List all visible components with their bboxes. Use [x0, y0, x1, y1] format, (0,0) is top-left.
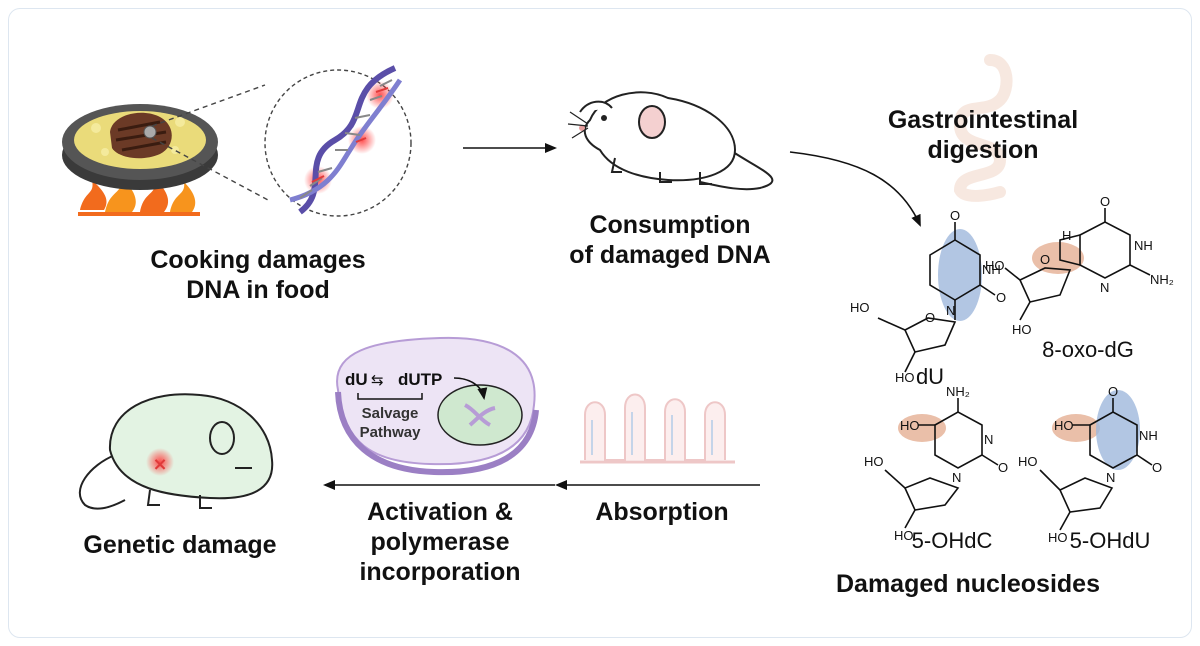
sick-mouse-icon: × [78, 393, 274, 510]
orange-highlight [1032, 242, 1084, 274]
atom-o: O [925, 310, 935, 325]
damaged-nucleosides-label: Damaged nucleosides [836, 570, 1100, 598]
atom-ho: HO [1012, 322, 1032, 337]
cell-du-label: dU [345, 370, 368, 389]
blue-highlight [938, 229, 982, 321]
salvage-label-line2: Pathway [360, 424, 422, 441]
activation-label-line1: Activation & [367, 498, 513, 526]
atom-o: O [998, 460, 1008, 475]
atom-o: O [950, 208, 960, 223]
du-label: dU [916, 364, 944, 389]
nucleoside-8-oxo-dg: O H NH O NH₂ N HO HO [985, 194, 1174, 337]
atom-ho: HO [1048, 530, 1068, 545]
atom-nh2: NH₂ [1150, 272, 1174, 287]
flame-icon [78, 176, 200, 216]
absorption-label: Absorption [595, 498, 728, 526]
atom-o: O [1040, 252, 1050, 267]
atom-ho: HO [900, 418, 920, 433]
8-oxo-dg-label: 8-oxo-dG [1042, 337, 1134, 362]
orange-highlight [1052, 414, 1100, 442]
orange-highlight [898, 414, 946, 442]
cell-dutp-label: dUTP [398, 370, 442, 389]
steak-icon [110, 112, 172, 159]
frying-pan-icon [62, 104, 218, 216]
atom-nh2: NH₂ [946, 384, 970, 399]
atom-nh: NH [1139, 428, 1158, 443]
cooking-label-line2: DNA in food [186, 276, 329, 304]
intestinal-villi-icon [580, 393, 735, 464]
mouse-icon [567, 91, 774, 191]
atom-o: O [1100, 194, 1110, 209]
activation-label-line2: polymerase [371, 528, 510, 556]
cell-icon [335, 336, 539, 476]
salvage-bracket [357, 393, 423, 400]
nucleoside-5-ohdu: O HO NH O N HO HO [1018, 384, 1162, 545]
arrow-to-nucleosides [789, 151, 921, 227]
atom-o: O [1108, 384, 1118, 399]
atom-h: H [1062, 228, 1071, 243]
atom-n: N [1100, 280, 1109, 295]
consumption-label-line2: of damaged DNA [569, 241, 770, 269]
activation-label-line3: incorporation [359, 558, 520, 586]
atom-ho: HO [1054, 418, 1074, 433]
gi-label-line1: Gastrointestinal [888, 106, 1078, 134]
atom-n: N [952, 470, 961, 485]
atom-n: N [984, 432, 993, 447]
5-ohdu-label: 5-OHdU [1070, 528, 1151, 553]
atom-ho: HO [895, 370, 915, 385]
atom-nh: NH [1134, 238, 1153, 253]
atom-ho: HO [1018, 454, 1038, 469]
nucleoside-du: O NH O N HO HO O [850, 208, 1006, 385]
stomach-intestine-icon [953, 54, 1013, 202]
salvage-label-line1: Salvage [362, 405, 419, 422]
atom-nh: NH [982, 262, 1001, 277]
cooking-label-line1: Cooking damages [150, 246, 365, 274]
blue-highlight [1096, 390, 1140, 470]
equilibrium-icon: ⇆ [371, 371, 384, 389]
atom-n: N [1106, 470, 1115, 485]
nucleoside-5-ohdc: NH₂ HO N O N HO HO [864, 384, 1008, 543]
consumption-label-line1: Consumption [589, 211, 750, 239]
atom-o: O [996, 290, 1006, 305]
atom-ho: HO [894, 528, 914, 543]
atom-o: O [1152, 460, 1162, 475]
gi-label-line2: digestion [927, 136, 1038, 164]
genetic-damage-label: Genetic damage [83, 531, 276, 559]
dna-zoom-icon [264, 65, 412, 217]
atom-ho: HO [850, 300, 870, 315]
atom-ho: HO [864, 454, 884, 469]
damage-mark-icon: × [152, 454, 167, 475]
atom-n: N [946, 303, 955, 318]
atom-ho: HO [985, 258, 1005, 273]
5-ohdc-label: 5-OHdC [912, 528, 993, 553]
